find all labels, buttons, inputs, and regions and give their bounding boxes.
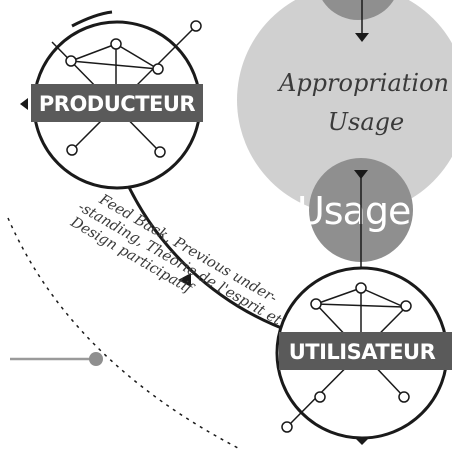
utilisateur-node: UTILISATEUR	[275, 266, 452, 445]
producteur-left-arrow	[20, 98, 28, 110]
appropriation-circle	[237, 0, 452, 215]
feedback-arc-arrow	[178, 273, 191, 287]
dotted-arc	[7, 217, 239, 449]
utilisateur-bottom-arrow	[355, 438, 369, 445]
appropriation-line2: Usage	[328, 108, 404, 136]
utilisateur-label: UTILISATEUR	[289, 340, 436, 364]
usager-label: Usager	[297, 189, 426, 233]
feedback-text: Feed Back, Previous under- -standing, Th…	[67, 191, 284, 329]
grey-connector-dot	[89, 352, 103, 366]
appropriation-line1: Appropriation	[277, 69, 449, 97]
producteur-network	[51, 20, 202, 158]
feedback-line2: -standing, Théorie de l'esprit et	[75, 199, 284, 329]
top-dark-circle	[322, 0, 394, 20]
producteur-banner	[31, 84, 203, 122]
producteur-label: PRODUCTEUR	[39, 92, 196, 116]
producteur-node: PRODUCTEUR	[20, 20, 203, 190]
top-arrow-head	[355, 33, 369, 42]
usager-arrow-head	[354, 170, 368, 179]
top-arc	[71, 10, 113, 28]
feedback-arc	[120, 171, 293, 334]
utilisateur-banner	[279, 332, 452, 370]
